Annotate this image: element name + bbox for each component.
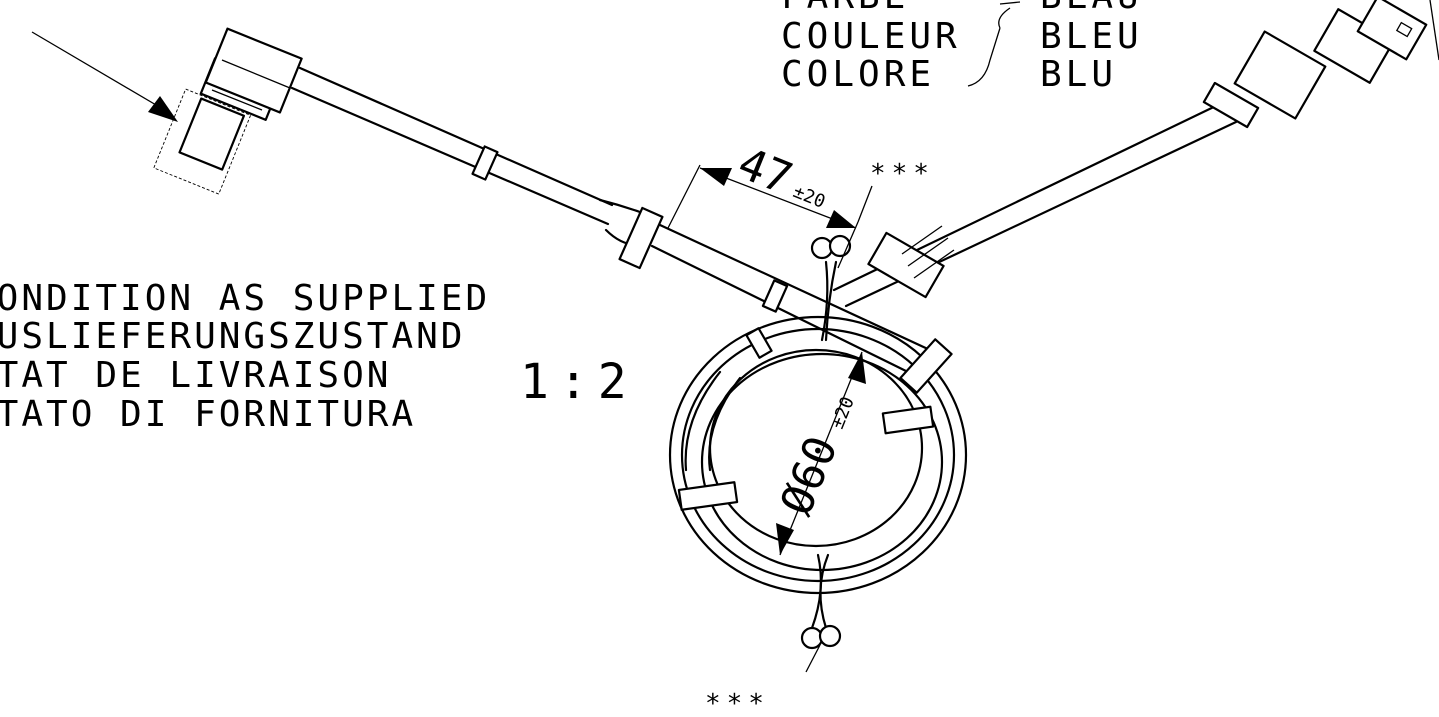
diameter-dimension-value: Ø60 (771, 429, 848, 522)
marker-bottom: *** (705, 689, 770, 717)
condition-fr: ETAT DE LIVRAISON (0, 355, 391, 396)
cable-tie-bottom (800, 553, 842, 650)
color-value-de: BLAU (1040, 0, 1143, 17)
color-label-it: COLORE (781, 54, 935, 95)
sensor-head (153, 27, 303, 195)
color-label-fr: COULEUR (781, 16, 961, 57)
diameter-dimension (776, 351, 866, 556)
cable-coil (668, 315, 968, 595)
color-spec: FARBE COULEUR COLORE BLAU BLEU BLU (781, 0, 1143, 95)
length-dimension-tolerance: ±20 (790, 181, 828, 213)
condition-de: AUSLIEFERUNGSZUSTAND (0, 316, 465, 357)
cable-tie-top (810, 234, 852, 342)
condition-text: CONDITION AS SUPPLIED AUSLIEFERUNGSZUSTA… (0, 278, 490, 435)
condition-en: CONDITION AS SUPPLIED (0, 278, 490, 319)
diameter-dimension-tolerance: ±20 (827, 394, 859, 432)
length-dimension-value: 47 (731, 138, 799, 205)
condition-it: STATO DI FORNITURA (0, 394, 416, 435)
sensor-cable (290, 66, 932, 374)
length-dimension (667, 164, 873, 269)
connector-cable (832, 0, 1439, 308)
sensor-pointer-arrow (31, 31, 178, 122)
color-value-fr: BLEU (1040, 16, 1143, 57)
color-value-it: BLU (1040, 54, 1117, 95)
color-label-de: FARBE (781, 0, 909, 17)
drawing-scale: 1:2 (520, 354, 637, 410)
marker-top: *** (870, 159, 935, 189)
